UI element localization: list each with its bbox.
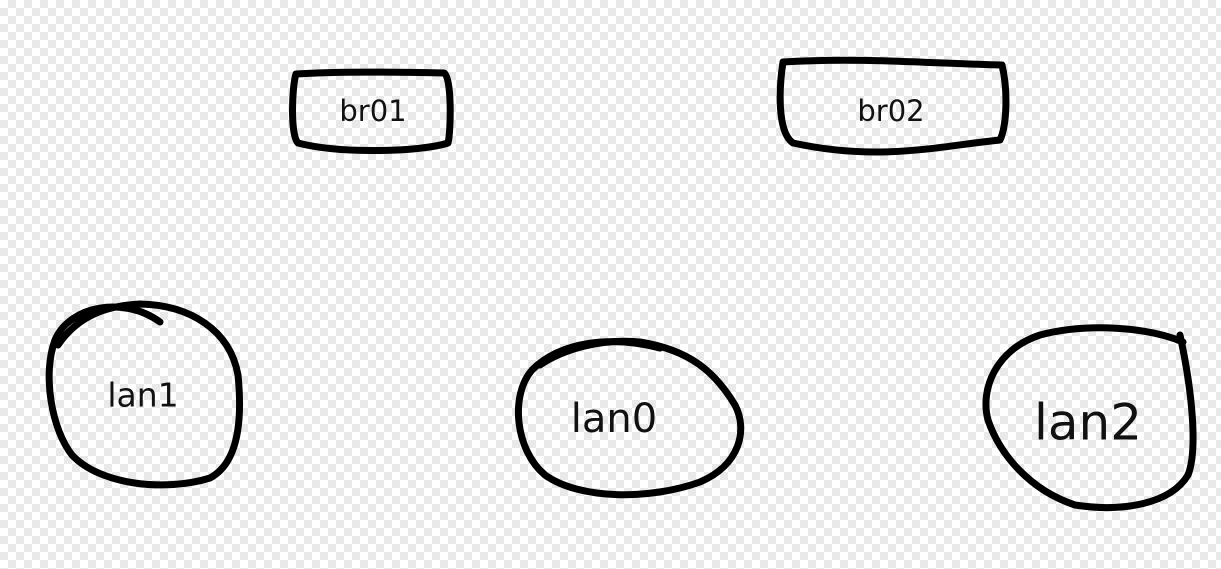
node-lan0[interactable]: lan0	[514, 337, 745, 499]
node-lan0-label: lan0	[571, 396, 657, 442]
node-lan0-shape	[514, 337, 745, 499]
node-lan1-label: lan1	[107, 376, 178, 415]
node-br01-shape	[289, 68, 454, 155]
node-br01-label: br01	[339, 94, 406, 128]
node-br01[interactable]: br01	[289, 68, 454, 155]
node-br02-label: br02	[857, 94, 924, 128]
node-br02-shape	[776, 56, 1010, 156]
node-lan2[interactable]: lan2	[982, 324, 1197, 511]
node-lan1-shape	[45, 300, 244, 489]
node-lan2-label: lan2	[1034, 394, 1142, 452]
node-br02[interactable]: br02	[776, 56, 1010, 156]
node-lan2-shape	[982, 324, 1197, 511]
node-lan1[interactable]: lan1	[45, 300, 244, 489]
